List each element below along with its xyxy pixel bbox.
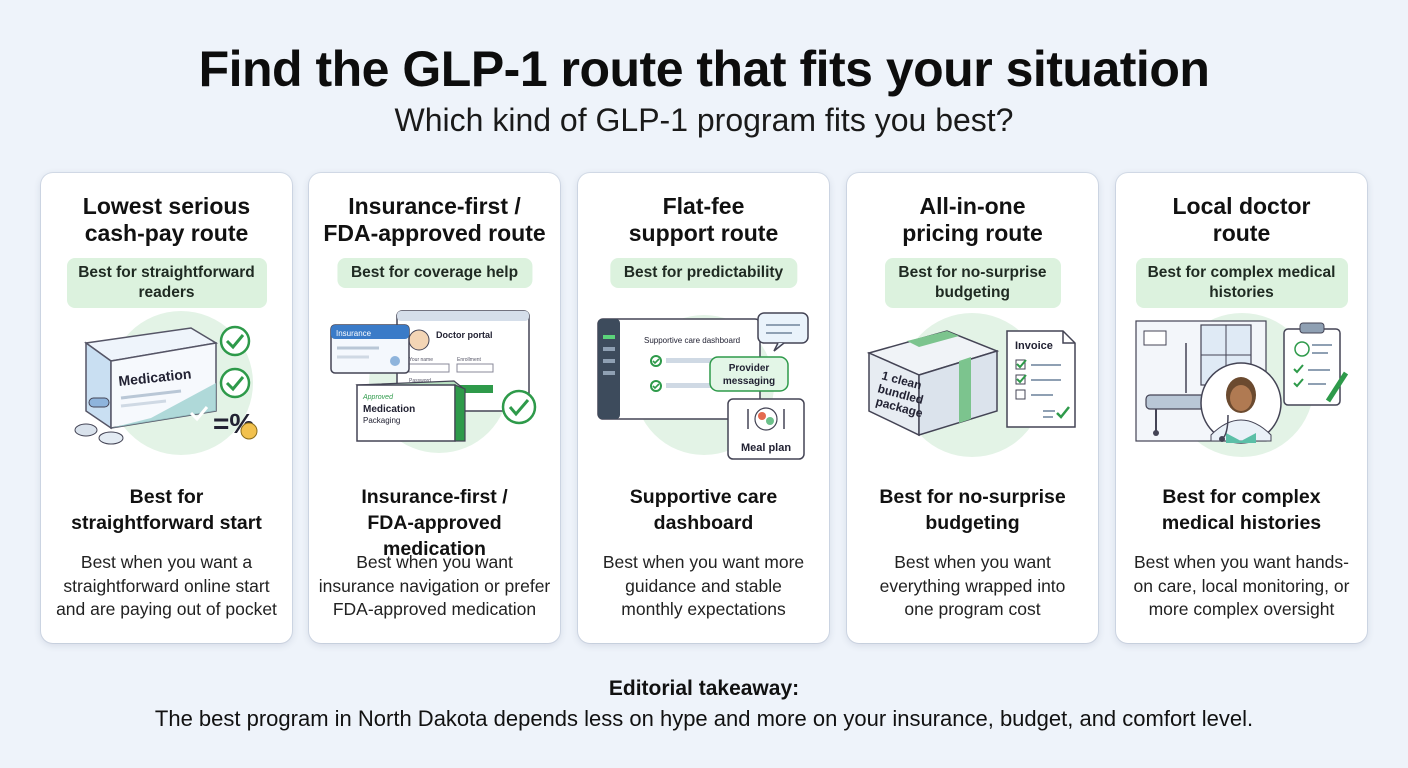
card-description: Best when you want insurance navigation … — [317, 551, 552, 622]
card-heading-line: dashboard — [653, 512, 754, 534]
card-local-doctor-route[interactable]: Local doctor route Best for complex medi… — [1116, 173, 1367, 643]
bundled-package-icon: 1 clean bundled package Invoice — [847, 303, 1098, 463]
card-title-line: pricing route — [902, 220, 1043, 246]
pack-label: Packaging — [363, 416, 400, 425]
takeaway-text: The best program in North Dakota depends… — [154, 706, 1254, 731]
card-description-line: Best when you want hands- — [1134, 552, 1349, 572]
dashboard-label: Supportive care dashboard — [644, 336, 740, 345]
badge-line: Best for no-surprise — [898, 264, 1047, 281]
meal-plan-label: Meal plan — [741, 442, 791, 454]
card-heading-line: medical histories — [1161, 512, 1322, 534]
card-description-line: guidance and stable — [625, 575, 782, 596]
portal-field-label: Your name — [409, 357, 433, 363]
card-heading-line: Best for no-surprise — [879, 486, 1066, 508]
badge-line: budgeting — [935, 284, 1010, 301]
card-heading: Insurance-first / FDA-approved medicatio… — [315, 484, 554, 562]
best-for-badge: Best for straightforward readers — [66, 258, 267, 308]
care-dashboard-icon: Supportive care dashboard Provider messa… — [578, 303, 829, 463]
page-title: Find the GLP-1 route that fits your situ… — [198, 41, 1210, 97]
card-title: Lowest serious cash-pay route — [47, 193, 286, 247]
card-heading: Best for complex medical histories — [1122, 484, 1361, 536]
card-flat-fee-route[interactable]: Flat-fee support route Best for predicta… — [578, 173, 829, 643]
portal-field-label: Password — [409, 378, 431, 384]
best-for-badge: Best for complex medical histories — [1135, 258, 1348, 308]
card-description-line: FDA-approved medication — [332, 599, 537, 619]
card-heading-line: Supportive care — [629, 486, 778, 508]
card-title: Local doctor route — [1122, 193, 1361, 247]
card-title-line: Lowest serious — [82, 193, 251, 219]
best-for-badge: Best for no-surprise budgeting — [884, 258, 1061, 308]
portal-label: Doctor portal — [436, 330, 493, 340]
card-title-line: FDA-approved route — [323, 220, 546, 246]
card-insurance-first-route[interactable]: Insurance-first / FDA-approved route Bes… — [309, 173, 560, 643]
card-description: Best when you want a straightforward onl… — [49, 551, 284, 622]
card-title-line: route — [1212, 220, 1271, 246]
card-description-line: everything wrapped into — [879, 575, 1066, 596]
card-heading-line: budgeting — [925, 512, 1020, 534]
card-description-line: on care, local monitoring, or — [1133, 575, 1350, 596]
card-description: Best when you want more guidance and sta… — [586, 551, 821, 622]
page-subtitle: Which kind of GLP-1 program fits you bes… — [394, 102, 1014, 138]
badge-line: readers — [138, 284, 195, 301]
card-heading-line: Best for — [129, 486, 204, 508]
card-description-line: Best when you want — [894, 552, 1051, 572]
card-title-line: support route — [628, 220, 779, 246]
card-heading-line: straightforward start — [71, 512, 262, 534]
card-title-line: Insurance-first / — [348, 193, 521, 219]
messaging-label: Provider — [729, 363, 770, 374]
card-description-line: Best when you want more — [602, 552, 805, 572]
invoice-label: Invoice — [1015, 340, 1053, 352]
card-description: Best when you want hands- on care, local… — [1124, 551, 1359, 622]
card-heading: Best for straightforward start — [47, 484, 286, 536]
card-description-line: insurance navigation or prefer — [318, 575, 551, 596]
local-doctor-icon — [1116, 303, 1367, 463]
best-for-badge: Best for coverage help — [336, 258, 533, 288]
card-description-line: more complex oversight — [1148, 599, 1335, 619]
card-heading: Supportive care dashboard — [584, 484, 823, 536]
card-description-line: and are paying out of pocket — [56, 599, 277, 619]
medication-box-icon: Medication =% — [41, 303, 292, 463]
pack-label: Approved — [362, 394, 394, 401]
best-for-badge: Best for predictability — [609, 258, 798, 288]
card-description-line: Best when you want — [356, 552, 513, 572]
card-description: Best when you want everything wrapped in… — [855, 551, 1090, 622]
portal-field-label: Enrollment — [457, 357, 482, 363]
badge-line: histories — [1209, 284, 1274, 301]
badge-line: Best for complex medical — [1147, 264, 1336, 281]
takeaway-label: Editorial takeaway: — [608, 677, 800, 700]
card-heading-line: FDA-approved medication — [367, 512, 502, 560]
card-description-line: monthly expectations — [621, 599, 786, 619]
pack-label: Medication — [363, 404, 415, 415]
card-all-in-one-route[interactable]: All-in-one pricing route Best for no-sur… — [847, 173, 1098, 643]
card-heading: Best for no-surprise budgeting — [853, 484, 1092, 536]
card-title: Insurance-first / FDA-approved route — [315, 193, 554, 247]
card-title-line: Flat-fee — [662, 193, 745, 219]
card-title: All-in-one pricing route — [853, 193, 1092, 247]
badge-line: Best for straightforward — [78, 264, 255, 281]
card-title-line: cash-pay route — [84, 220, 249, 246]
card-heading-line: Best for complex — [1162, 486, 1321, 508]
messaging-label: messaging — [723, 376, 775, 387]
card-title: Flat-fee support route — [584, 193, 823, 247]
box-label: Medication — [118, 365, 192, 389]
doctor-portal-icon: Doctor portal Your name Enrollment Passw… — [309, 303, 560, 463]
card-description-line: straightforward online start — [63, 575, 270, 596]
route-cards: Lowest serious cash-pay route Best for s… — [41, 173, 1367, 643]
card-description-line: Best when you want a — [80, 552, 253, 572]
card-title-line: Local doctor — [1172, 193, 1311, 219]
card-description-line: one program cost — [904, 599, 1041, 619]
insurance-label: Insurance — [336, 329, 372, 338]
card-heading-line: Insurance-first / — [361, 486, 508, 508]
card-title-line: All-in-one — [919, 193, 1026, 219]
card-cash-pay-route[interactable]: Lowest serious cash-pay route Best for s… — [41, 173, 292, 643]
